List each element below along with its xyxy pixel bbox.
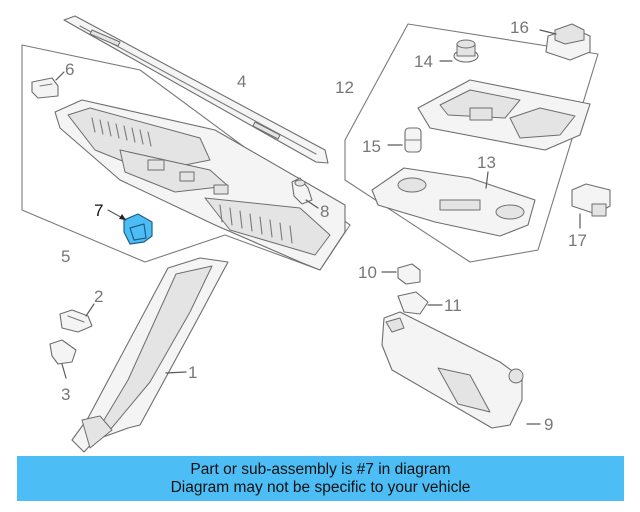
part-info-banner: Part or sub-assembly is #7 in diagram Di… — [17, 456, 624, 501]
parts-diagram: 1 2 3 4 5 6 7 8 9 10 11 12 13 14 15 16 1… — [21, 15, 611, 453]
part-6-clip — [31, 77, 59, 99]
callout-10: 10 — [358, 263, 377, 282]
part-3-clip — [49, 339, 77, 365]
part-12-console-upper — [417, 79, 591, 151]
callout-16: 16 — [510, 18, 529, 37]
callout-13: 13 — [477, 153, 496, 172]
part-8-clip — [291, 177, 313, 205]
group-outline-12 — [344, 23, 599, 263]
callout-1: 1 — [188, 363, 197, 382]
part-13-console-lower — [371, 167, 536, 237]
callout-9: 9 — [544, 415, 553, 434]
callout-2: 2 — [94, 287, 103, 306]
callout-7-highlighted: 7 — [94, 201, 103, 220]
part-17-switch — [571, 183, 611, 217]
part-9-sun-visor — [381, 311, 524, 429]
callout-8: 8 — [320, 202, 329, 221]
callout-17: 17 — [568, 231, 587, 250]
part-7-clip-highlighted — [123, 213, 153, 245]
callout-11: 11 — [444, 296, 462, 315]
banner-line-disclaimer: Diagram may not be specific to your vehi… — [170, 478, 471, 496]
part-1-pillar-trim — [71, 257, 229, 453]
part-4-trim-strip — [63, 15, 329, 164]
callout-14: 14 — [414, 52, 433, 71]
part-16-bracket — [545, 23, 591, 61]
callout-5: 5 — [61, 247, 70, 266]
part-14-clip — [453, 39, 479, 63]
banner-line-part-number: Part or sub-assembly is #7 in diagram — [190, 460, 451, 478]
part-15-bulb — [404, 127, 422, 153]
part-10-bracket — [397, 263, 421, 285]
callout-3: 3 — [61, 385, 70, 404]
callout-12: 12 — [335, 78, 354, 97]
part-2-clip — [59, 309, 93, 333]
callout-4: 4 — [237, 72, 246, 91]
group-outline-5 — [21, 44, 351, 271]
part-5-trim-panel — [54, 99, 346, 271]
part-11-clip — [397, 291, 429, 315]
callout-6: 6 — [65, 60, 74, 79]
callout-15: 15 — [362, 137, 381, 156]
